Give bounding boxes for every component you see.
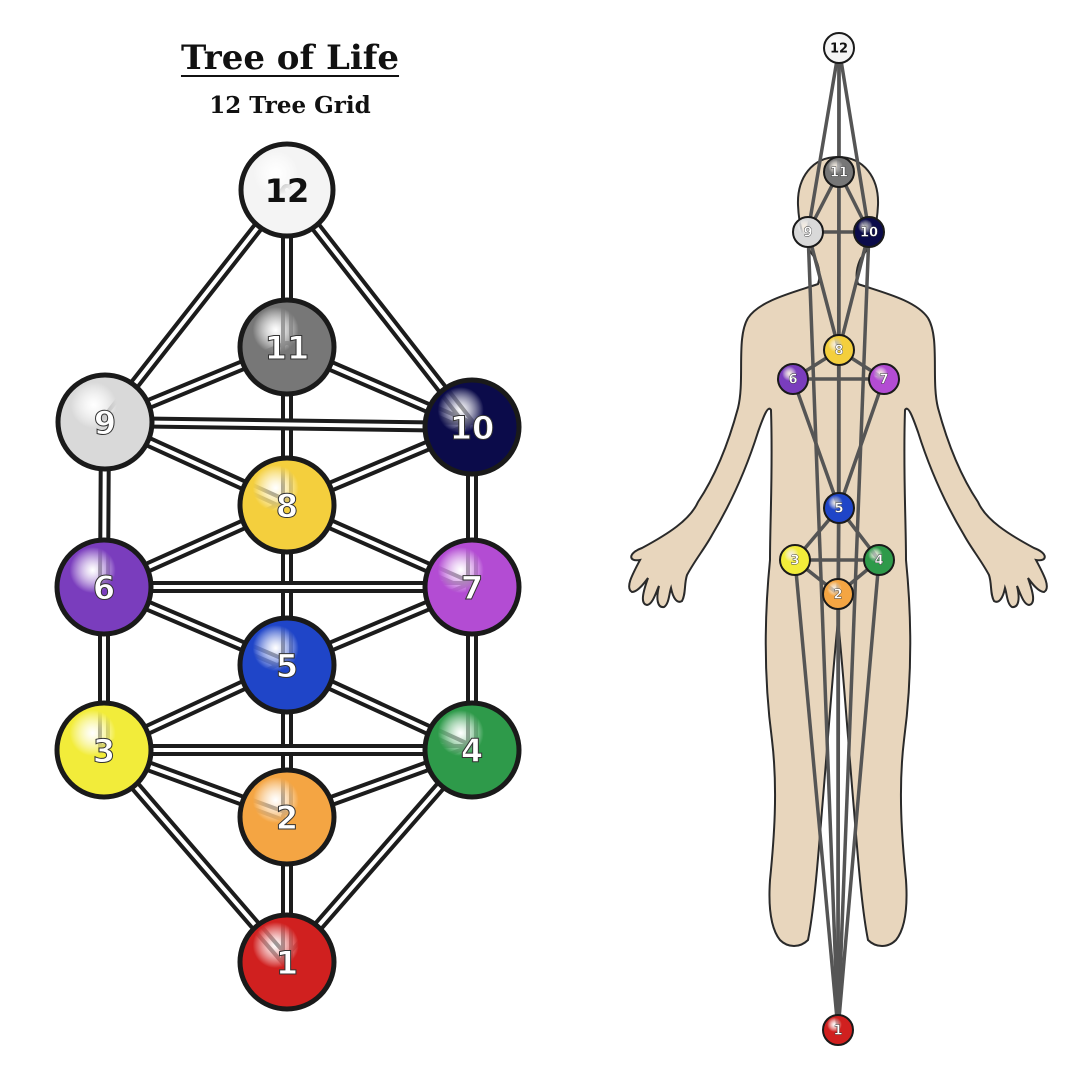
tree-node-label-2: 2 [276, 799, 298, 837]
tree-node-label-10: 10 [450, 409, 495, 447]
body-node-label-5: 5 [834, 502, 843, 517]
tree-node-6: 6 [54, 537, 154, 637]
body-node-6: 6 [777, 363, 809, 395]
body-node-circle-3 [779, 544, 811, 576]
diagram-title: Tree of Life [180, 38, 400, 78]
tree-node-2: 2 [237, 767, 337, 867]
body-node-circle-8 [823, 334, 855, 366]
body-node-10: 10 [853, 216, 885, 248]
tree-node-circle-8 [237, 455, 337, 555]
body-node-label-9: 9 [803, 226, 812, 241]
body-node-1: 1 [822, 1014, 854, 1046]
body-node-circle-10 [853, 216, 885, 248]
body-connection-9-8 [806, 231, 841, 351]
tree-node-7: 7 [422, 537, 522, 637]
tree-node-label-8: 8 [276, 487, 298, 525]
tree-node-label-7: 7 [461, 569, 483, 607]
body-node-12: 12 [823, 32, 855, 64]
tree-node-circle-6 [54, 537, 154, 637]
body-node-circle-5 [823, 492, 855, 524]
tree-node-label-11: 11 [265, 329, 310, 367]
tree-node-12: 12 [238, 141, 336, 239]
tree-node-circle-5 [237, 615, 337, 715]
body-connection-3-1 [793, 559, 840, 1031]
body-node-3: 3 [779, 544, 811, 576]
tree-node-circle-12 [238, 141, 336, 239]
tree-node-label-9: 9 [94, 404, 116, 442]
body-node-8: 8 [823, 334, 855, 366]
tree-node-circle-1 [237, 912, 337, 1012]
body-node-circle-6 [777, 363, 809, 395]
tree-node-label-1: 1 [276, 944, 298, 982]
tree-node-5: 5 [237, 615, 337, 715]
tree-node-9: 9 [55, 372, 155, 472]
tree-node-circle-9 [55, 372, 155, 472]
tree-node-label-3: 3 [93, 732, 115, 770]
tree-node-label-12: 12 [265, 172, 310, 210]
body-node-circle-11 [823, 156, 855, 188]
tree-node-circle-10 [422, 377, 522, 477]
body-node-7: 7 [868, 363, 900, 395]
tree-node-label-6: 6 [93, 569, 115, 607]
body-connection-9-1 [806, 231, 840, 1031]
body-node-9: 9 [792, 216, 824, 248]
body-node-circle-1 [822, 1014, 854, 1046]
body-node-label-10: 10 [860, 226, 878, 241]
body-node-label-12: 12 [830, 42, 848, 57]
tree-node-4: 4 [422, 700, 522, 800]
tree-node-10: 10 [422, 377, 522, 477]
diagram-subtitle: 12 Tree Grid [209, 92, 371, 119]
body-connection-12-9 [806, 47, 841, 233]
tree-node-8: 8 [237, 455, 337, 555]
body-node-label-8: 8 [834, 344, 843, 359]
body-node-4: 4 [863, 544, 895, 576]
body-node-circle-4 [863, 544, 895, 576]
connection-highlight-9-10 [103, 420, 474, 429]
body-connection-12-1 [836, 47, 841, 1031]
tree-node-circle-4 [422, 700, 522, 800]
body-node-circle-12 [823, 32, 855, 64]
tree-node-11: 11 [237, 297, 337, 397]
body-connection-12-10 [837, 47, 871, 233]
body-node-circle-9 [792, 216, 824, 248]
body-node-2: 2 [822, 578, 854, 610]
tree-node-3: 3 [54, 700, 154, 800]
tree-node-circle-2 [237, 767, 337, 867]
body-node-11: 11 [823, 156, 855, 188]
tree-node-circle-11 [237, 297, 337, 397]
body-node-label-7: 7 [879, 373, 888, 388]
body-node-circle-7 [868, 363, 900, 395]
connection-highlight-12-10 [285, 188, 474, 429]
tree-node-1: 1 [237, 912, 337, 1012]
body-node-label-3: 3 [790, 554, 799, 569]
body-node-5: 5 [823, 492, 855, 524]
tree-node-label-4: 4 [461, 732, 483, 770]
body-node-circle-2 [822, 578, 854, 610]
body-node-label-1: 1 [833, 1024, 842, 1039]
tree-node-circle-3 [54, 700, 154, 800]
body-node-label-11: 11 [830, 166, 848, 181]
body-connection-4-1 [836, 559, 881, 1031]
body-connection-10-8 [837, 231, 871, 351]
tree-node-circle-7 [422, 537, 522, 637]
tree-node-label-5: 5 [276, 647, 298, 685]
body-node-label-6: 6 [788, 373, 797, 388]
body-node-label-2: 2 [833, 588, 842, 603]
body-node-label-4: 4 [874, 554, 883, 569]
body-connection-10-1 [836, 231, 871, 1031]
